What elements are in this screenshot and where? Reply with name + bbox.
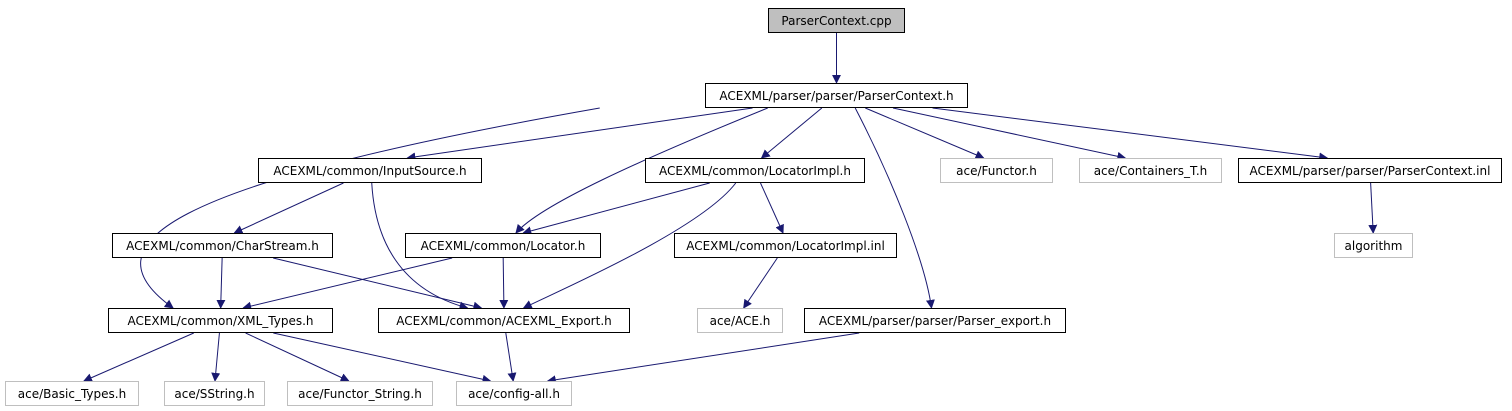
edge-xml_types_h-to-basic_types_h (83, 332, 194, 382)
node-xml-types-h[interactable]: ACEXML/common/XML_Types.h (108, 308, 333, 333)
node-functor-h: ace/Functor.h (940, 158, 1053, 183)
node-acexml-export-h[interactable]: ACEXML/common/ACEXML_Export.h (378, 308, 630, 333)
edge-acexml_export_h-to-config_all_h (505, 332, 517, 382)
edge-parser_context_h-to-xml_types_h (140, 107, 600, 309)
node-parsercontext-h[interactable]: ACEXML/parser/parser/ParserContext.h (705, 83, 968, 108)
edge-locator_h-to-xml_types_h (242, 257, 453, 311)
edge-parser_context_h-to-parser_export_h (854, 107, 935, 309)
node-parser-export-h[interactable]: ACEXML/parser/parser/Parser_export.h (804, 308, 1066, 333)
node-config-all-h: ace/config-all.h (456, 381, 572, 406)
node-locatorimpl-h[interactable]: ACEXML/common/LocatorImpl.h (645, 158, 865, 183)
edge-locator_impl_h-to-locator_impl_inl (760, 182, 784, 234)
edge-xml_types_h-to-sstring_h (211, 332, 221, 382)
edge-parser_context_h-to-parser_context_inl (932, 107, 1329, 162)
edge-char_stream_h-to-acexml_export_h (273, 257, 483, 311)
node-functor-string-h: ace/Functor_String.h (287, 381, 433, 406)
node-ace-h: ace/ACE.h (697, 308, 783, 333)
node-locator-h[interactable]: ACEXML/common/Locator.h (405, 233, 601, 258)
node-inputsource-h[interactable]: ACEXML/common/InputSource.h (258, 158, 482, 183)
edge-parser_context_h-to-locator_h (515, 107, 768, 234)
edge-locator_impl_h-to-locator_h (522, 182, 710, 236)
edge-parser_context_h-to-locator_impl_h (760, 107, 823, 159)
edge-input_source_h-to-acexml_export_h (371, 182, 469, 311)
node-algorithm: algorithm (1334, 233, 1413, 258)
node-containers-t-h: ace/Containers_T.h (1079, 158, 1222, 183)
edge-parser_context_inl-to-algorithm (1368, 182, 1378, 234)
node-locatorimpl-inl[interactable]: ACEXML/common/LocatorImpl.inl (674, 233, 897, 258)
node-sstring-h: ace/SString.h (164, 381, 265, 406)
node-parsercontext-inl[interactable]: ACEXML/parser/parser/ParserContext.inl (1238, 158, 1502, 183)
edge-xml_types_h-to-functor_string_h (245, 332, 350, 382)
edge-parser_context_h-to-input_source_h (406, 107, 753, 162)
edge-parser_context_h-to-containers_t_h (892, 107, 1127, 161)
edge-locator_h-to-acexml_export_h (499, 257, 509, 309)
edge-char_stream_h-to-xml_types_h (216, 257, 226, 309)
node-basic-types-h: ace/Basic_Types.h (5, 381, 139, 406)
edge-locator_impl_inl-to-ace_h (743, 257, 778, 309)
edge-locator_impl_h-to-acexml_export_h (522, 182, 737, 309)
node-parsercontext-cpp: ParserContext.cpp (768, 8, 905, 33)
edge-parser_context_h-to-functor_h (865, 107, 985, 159)
edge-xml_types_h-to-config_all_h (273, 332, 492, 384)
edge-input_source_h-to-char_stream_h (233, 182, 344, 234)
edge-parser_export_h-to-config_all_h (546, 332, 860, 385)
node-charstream-h[interactable]: ACEXML/common/CharStream.h (112, 233, 333, 258)
